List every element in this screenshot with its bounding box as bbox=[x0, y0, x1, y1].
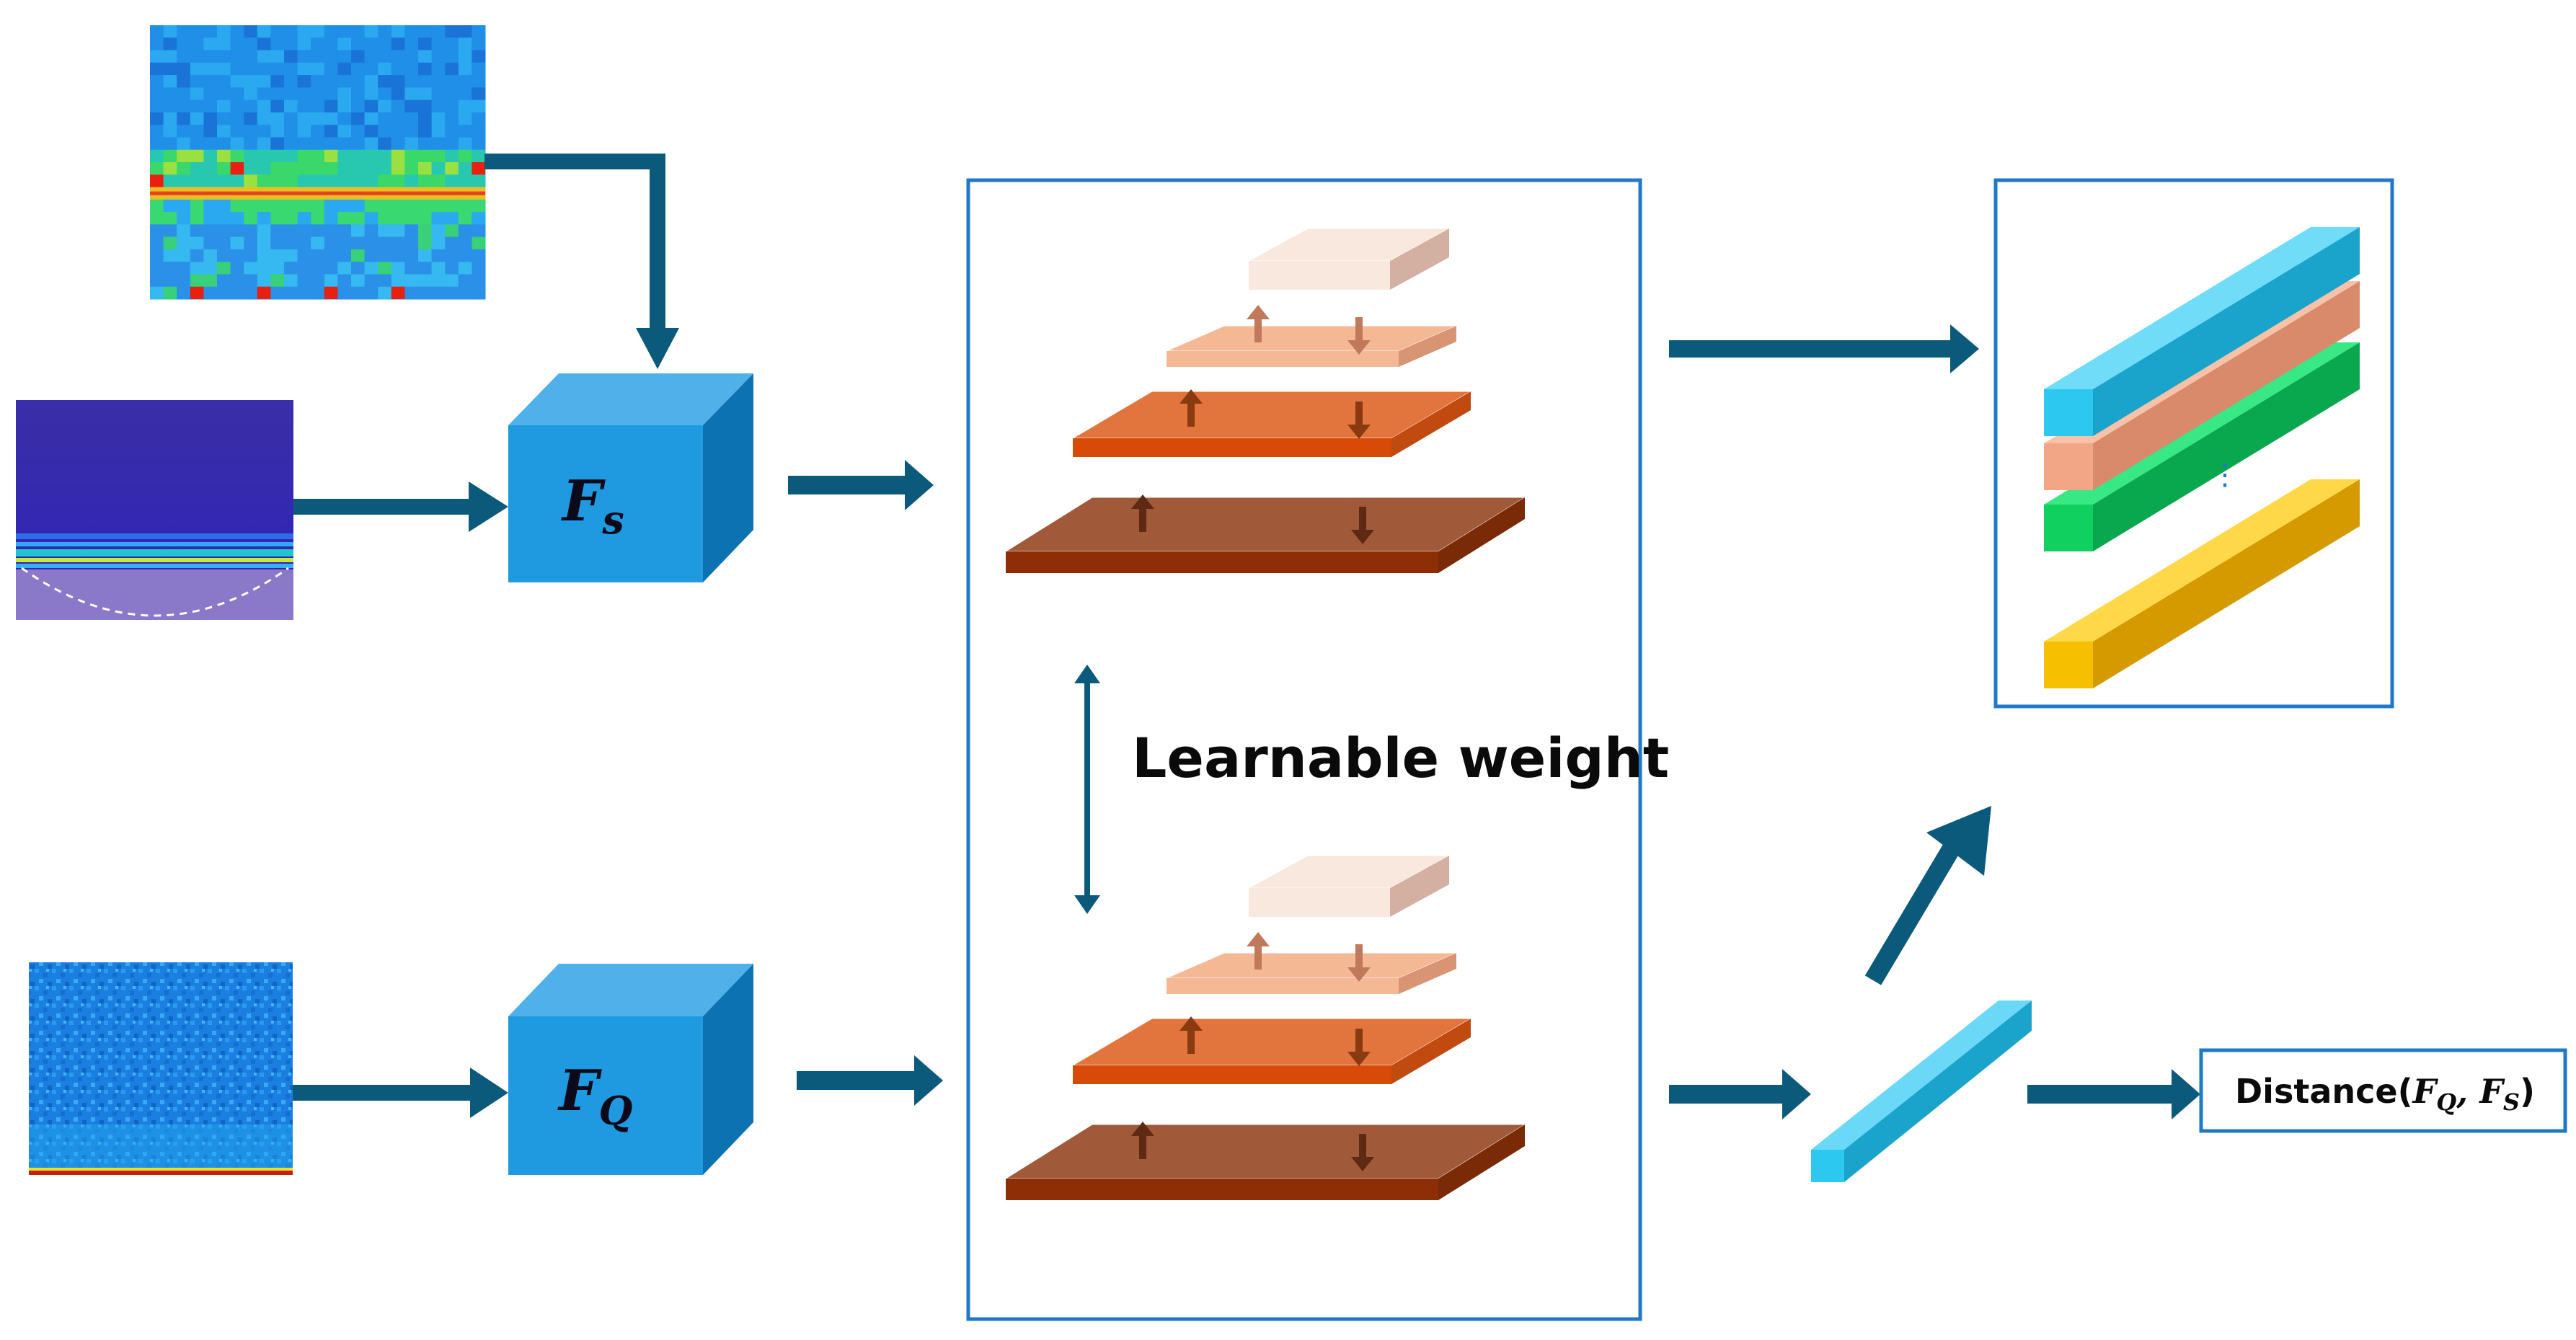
query-encoder-cube: FQ bbox=[508, 964, 753, 1175]
support-spectrogram-image bbox=[16, 400, 293, 620]
heatmap-to-support-encoder-arrow bbox=[484, 154, 679, 369]
query-encoder-to-pyramid-arrow bbox=[797, 1055, 943, 1106]
query-noise-image bbox=[29, 962, 293, 1175]
learnable-weight-label: Learnable weight bbox=[1132, 726, 1669, 790]
support-feature-pyramid bbox=[1004, 228, 1526, 573]
spectrogram-to-support-encoder-arrow bbox=[293, 482, 508, 532]
prototype-ellipsis: ⋮ bbox=[2210, 458, 2239, 492]
query-encoder-label: FQ bbox=[557, 1058, 632, 1134]
query-vector-to-distance-arrow bbox=[2027, 1069, 2200, 1119]
pyramid-to-prototypes-arrow bbox=[1669, 324, 1979, 373]
support-heatmap-image bbox=[150, 25, 486, 300]
query-pyramid-to-query-vector-arrow bbox=[1669, 1069, 1811, 1119]
feature-pyramid-box bbox=[966, 178, 1642, 1321]
distance-output-box: Distance(FQ, FS) bbox=[2199, 1048, 2567, 1133]
query-feature-vector bbox=[1811, 1000, 2032, 1182]
support-prototypes-box bbox=[1993, 178, 2394, 709]
support-encoder-label: Fs bbox=[561, 469, 624, 543]
learnable-weight-double-arrow bbox=[1074, 665, 1100, 914]
support-encoder-to-pyramid-arrow bbox=[788, 460, 934, 510]
distance-label: Distance(FQ, FS) bbox=[2235, 1072, 2535, 1116]
support-encoder-cube: Fs bbox=[508, 373, 753, 582]
query-vector-to-prototypes-arrow bbox=[1864, 806, 1991, 985]
noise-to-query-encoder-arrow bbox=[293, 1068, 508, 1118]
query-feature-pyramid bbox=[1004, 855, 1526, 1200]
prototype-bars bbox=[2044, 227, 2360, 688]
